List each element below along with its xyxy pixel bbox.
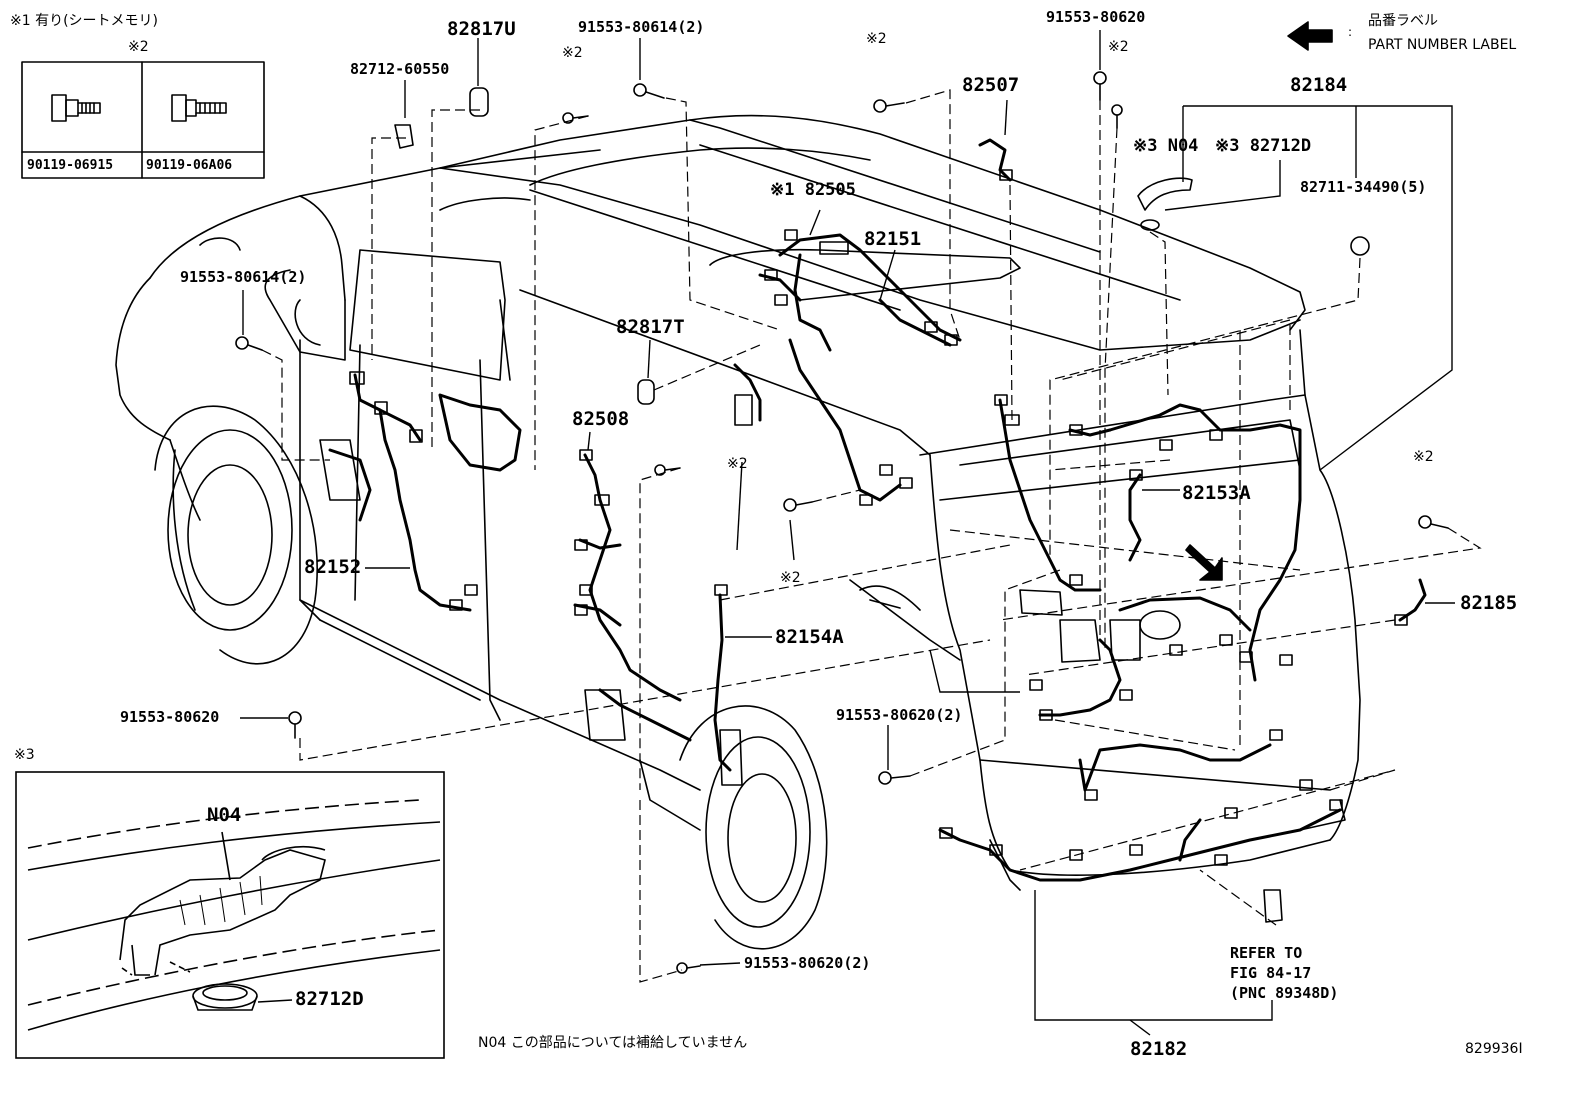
inset-note-3: ※3 [14, 747, 35, 763]
part-82712D-top: ※3 82712D [1215, 136, 1312, 156]
part-82711-34490: 82711-34490(5) [1300, 178, 1427, 196]
part-label-en: PART NUMBER LABEL [1368, 37, 1517, 53]
note-mark-5: ※2 [1413, 449, 1434, 465]
rear-wheel [679, 705, 828, 950]
sensor-connector-icon [1263, 889, 1283, 923]
refer-line-1: REFER TO [1230, 944, 1303, 962]
figure-id: 829936I [1465, 1041, 1523, 1057]
bolt-icon-a [51, 94, 101, 122]
clip-82712-icon [394, 124, 414, 149]
part-n04-top: ※3 N04 [1133, 136, 1199, 156]
part-82182: 82182 [1130, 1038, 1188, 1060]
legend-part-a: 90119-06915 [27, 158, 114, 173]
hose-n04-icon [1137, 177, 1193, 211]
part-91553-80620-2-mid: 91553-80620(2) [836, 706, 963, 724]
part-82153A: 82153A [1182, 482, 1251, 504]
part-91553-80620-2-bottom: 91553-80620(2) [744, 954, 871, 972]
part-82817T: 82817T [616, 316, 685, 338]
dashed-leaders [261, 89, 1482, 983]
part-label-pointer-icon [1185, 544, 1223, 581]
note-mark-6: ※2 [780, 570, 801, 586]
part-91553-80614-2-top: 91553-80614(2) [578, 18, 705, 36]
legend-part-b: 90119-06A06 [146, 158, 233, 173]
part-82817U: 82817U [447, 18, 516, 40]
part-91553-80620-top: 91553-80620 [1046, 8, 1146, 26]
part-82507: 82507 [962, 74, 1020, 96]
part-82185: 82185 [1460, 592, 1518, 614]
note-mark-3: ※2 [1108, 39, 1129, 55]
part-82508: 82508 [572, 408, 630, 430]
part-82154A: 82154A [775, 626, 844, 648]
legend-box [21, 61, 265, 179]
harness-wires [328, 138, 1427, 882]
inset-82712D: 82712D [295, 988, 364, 1010]
part-82152: 82152 [304, 556, 362, 578]
refer-line-2: FIG 84-17 [1230, 964, 1312, 982]
legend-note-1: ※1 有り(シートメモリ) [10, 13, 159, 29]
part-label-arrow-icon [1287, 21, 1333, 51]
inset-n04: N04 [207, 804, 242, 826]
solid-leaders [240, 30, 1455, 1036]
grommet-82817T-icon [637, 379, 655, 405]
part-82184: 82184 [1290, 74, 1348, 96]
note-mark-4: ※2 [727, 456, 748, 472]
footer-note: N04 この部品については補給していません [478, 1035, 748, 1051]
part-82712-60550: 82712-60550 [350, 60, 450, 78]
connectors [349, 169, 1408, 866]
note-mark-2: ※2 [866, 31, 887, 47]
part-label-colon: : [1348, 25, 1353, 39]
part-82505: ※1 82505 [770, 180, 856, 200]
grommet-82711-icon [1350, 236, 1370, 256]
grommet-82817U-icon [469, 87, 489, 117]
bolt-icon-b [171, 94, 227, 122]
grommet-82712D-icon [1140, 219, 1160, 231]
legend-note-2: ※2 [128, 39, 149, 55]
inset-box [15, 771, 445, 1059]
refer-line-3: (PNC 89348D) [1230, 984, 1339, 1002]
vehicle-body [115, 114, 1361, 891]
front-wheel [154, 405, 318, 665]
part-91553-80614-2-left: 91553-80614(2) [180, 268, 307, 286]
note-mark-1: ※2 [562, 45, 583, 61]
bolts [235, 71, 1449, 974]
part-label-jp: 品番ラベル [1368, 13, 1438, 29]
part-82151: 82151 [864, 228, 922, 250]
part-91553-80620-left: 91553-80620 [120, 708, 220, 726]
